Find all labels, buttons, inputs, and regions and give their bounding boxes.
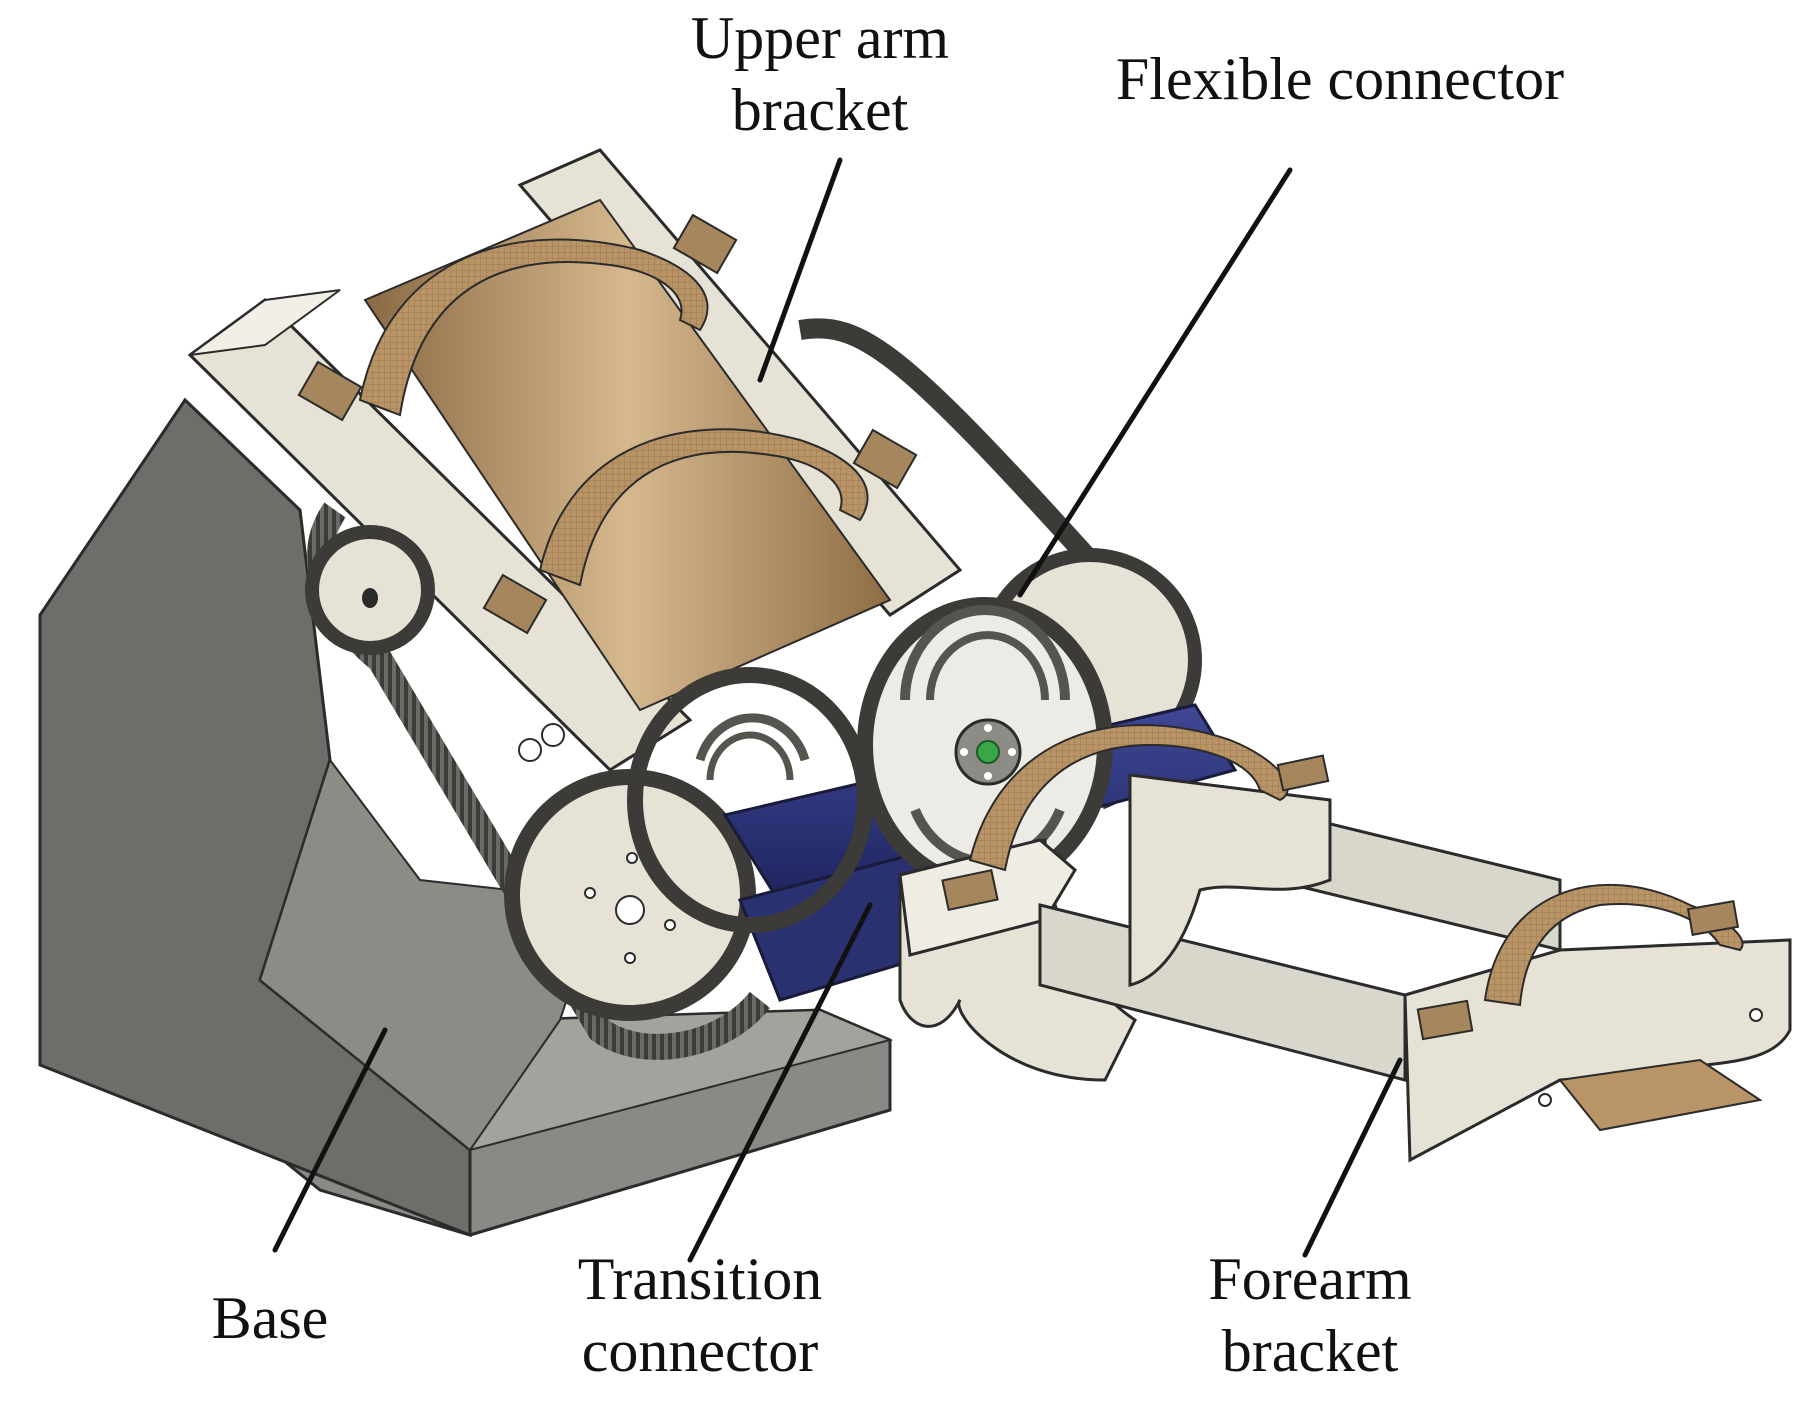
pulley-bolt-hole [626, 852, 638, 864]
leader-flexible-connector [1017, 167, 1293, 598]
leader-base [272, 1027, 388, 1253]
pulley-bolt-hole [615, 895, 645, 925]
flex-spiral [926, 631, 1049, 701]
strap-buckle [941, 868, 999, 912]
pulley-bolt-hole [624, 952, 636, 964]
flex-hub-bolt [960, 748, 968, 756]
upper-arm-strap-bottom [538, 428, 869, 587]
flex-spiral [706, 731, 794, 781]
upper-arm-strap-top [358, 238, 709, 417]
forearm-rear-pad [1558, 1058, 1763, 1132]
label-upper-arm-bracket: Upper arm bracket [660, 2, 980, 146]
upper-arm-bracket [187, 148, 963, 772]
flex-hub-bolt [1008, 748, 1016, 756]
rail-hole [518, 738, 542, 762]
strap-buckle [297, 360, 363, 422]
forearm-hole [1538, 1093, 1552, 1107]
upper-arm-left-rail-top [189, 289, 341, 356]
forearm-hole [1749, 1008, 1763, 1022]
strap-buckle [1276, 754, 1330, 792]
label-line: Forearm [1208, 1246, 1412, 1312]
pulley-hub [362, 588, 378, 608]
forearm-bracket [898, 724, 1792, 1163]
label-line: Transition [577, 1246, 823, 1312]
leader-lines [272, 157, 1403, 1263]
strap-buckle [1686, 900, 1740, 936]
label-line: connector [581, 1318, 819, 1384]
label-forearm-bracket: Forearm bracket [1160, 1243, 1460, 1387]
leader-forearm-bracket [1302, 1057, 1403, 1258]
flex-hub-center [976, 740, 1000, 764]
strap-buckle [482, 573, 548, 635]
label-flexible-connector: Flexible connector [1115, 46, 1565, 112]
leader-transition-connector [687, 902, 873, 1263]
flex-hub-bolt [984, 772, 992, 780]
pulley-bolt-hole [584, 887, 596, 899]
strap-buckle [672, 213, 738, 275]
rail-hole [541, 723, 565, 747]
flexible-connector-left [627, 667, 873, 933]
strap-buckle [852, 428, 918, 490]
label-line: bracket [731, 77, 909, 143]
label-transition-connector: Transition connector [540, 1243, 860, 1387]
forearm-strap-front [968, 724, 1289, 872]
flex-spiral [900, 605, 1070, 701]
strap-buckle [1416, 999, 1474, 1041]
flex-spiral [695, 713, 810, 762]
flex-ring-outer [627, 667, 873, 933]
label-line: bracket [1221, 1318, 1399, 1384]
forearm-strap-rear [1483, 883, 1744, 1007]
forearm-mid-cuff [1128, 773, 1332, 987]
leader-upper-arm-bracket [757, 157, 843, 383]
label-base: Base [211, 1285, 329, 1351]
flex-hub-bolt [984, 724, 992, 732]
pulley-bolt-hole [664, 919, 676, 931]
label-line: Upper arm [690, 5, 950, 71]
